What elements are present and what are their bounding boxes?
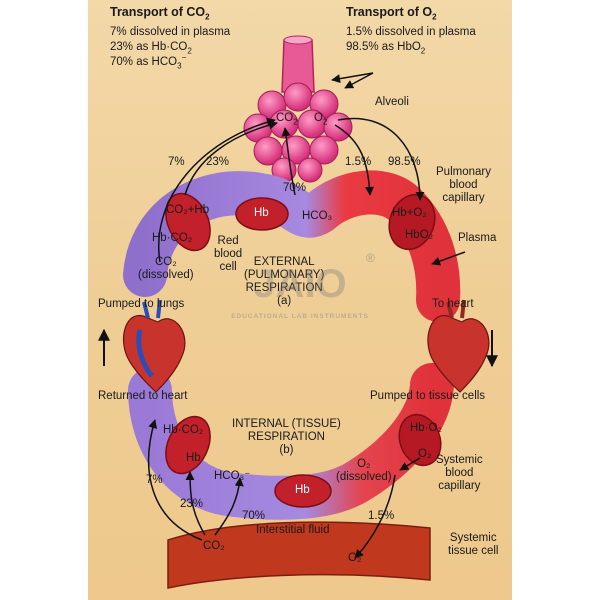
alveoli-label: Alveoli [375,96,409,108]
o2-line-2: 98.5% as HbO2 [346,41,426,56]
top-hb: Hb [254,207,269,219]
rbc-top-left [165,192,211,252]
internal-respiration-label: INTERNAL (TISSUE) RESPIRATION (b) [232,418,341,456]
bottom-pct-7: 7% [146,474,163,486]
top-hb-plus-o2: Hb+O₂ [392,207,427,219]
watermark-brand: JAIO [253,262,347,306]
bottom-co2: CO₂ [203,540,225,552]
rbc-bottom-center [274,474,332,508]
bottom-pct-1-5: 1.5% [368,510,395,522]
co2-line-2: 23% as Hb·CO2 [110,41,192,56]
top-flow-arrows [158,72,466,266]
rbc-top-center [235,197,289,231]
pulmonary-capillary-label: Pulmonary blood capillary [436,166,491,204]
pumped-to-tissue-label: Pumped to tissue cells [370,390,486,402]
co2-line-1: 7% dissolved in plasma [110,26,231,38]
rbc-bottom-right [398,413,442,467]
alveoli-cluster [243,82,353,183]
plasma-label: Plasma [458,232,497,244]
interstitial-fluid-label: Interstitial fluid [256,524,330,536]
top-pct-98-5: 98.5% [388,156,421,168]
heart-right-icon [427,299,490,393]
bottom-flow-arrows [147,419,421,559]
external-respiration-label: EXTERNAL (PULMONARY) RESPIRATION (a) [244,256,325,307]
co2-transport-title: Transport of CO2 [110,5,210,22]
systemic-tissue-cell [167,521,431,589]
systemic-tissue-cell-label: Systemic tissue cell [448,532,499,557]
registered-mark: ® [366,251,375,265]
pumped-to-lungs-label: Pumped to lungs [98,298,185,310]
bottom-hb-co2: Hb·CO₂ [163,424,204,436]
top-co2-dissolved: CO₂ (dissolved) [138,256,194,281]
bottom-pct-23: 23% [180,498,204,510]
bottom-hb: Hb [186,452,201,464]
top-pct-7: 7% [168,156,185,168]
o2-transport-title: Transport of O2 [346,5,437,22]
bottom-pct-70: 70% [242,510,266,522]
top-pct-1-5: 1.5% [345,156,372,168]
bottom-hb-o2: Hb·O₂ [410,422,442,434]
red-blood-cell-label: Red blood cell [214,235,243,273]
trachea [281,35,315,93]
top-hb-co2: Hb·CO₂ [152,232,193,244]
heart-left-icon [122,299,186,393]
top-hbo2: HbO₂ [405,229,434,241]
bottom-o2: O₂ [418,448,432,460]
o2-line-1: 1.5% dissolved in plasma [346,26,476,38]
top-hco3: HCO₃ [302,210,333,222]
rbc-bottom-left [165,415,211,475]
bottom-o2-tissue: O₂ [348,552,362,564]
top-co2-plus-hb: CO₂+Hb [166,204,210,216]
co2-line-3: 70% as HCO3− [110,53,187,71]
to-heart-label: To heart [432,298,474,310]
watermark-subtitle: EDUCATIONAL LAB INSTRUMENTS [231,313,369,320]
watermark: JAIO EDUCATIONAL LAB INSTRUMENTS [230,262,370,342]
top-pct-23: 23% [206,156,230,168]
bottom-o2-dissolved: O₂ (dissolved) [336,458,392,483]
returned-to-heart-label: Returned to heart [98,390,188,402]
alveoli-co2-label: CO2 [276,112,298,127]
bottom-hco3: HCO₃⁻ [214,470,251,482]
alveoli-o2-label: O2 [314,112,328,127]
top-pct-70: 70% [283,182,307,194]
bottom-hb-center: Hb [295,484,310,496]
systemic-capillary-label: Systemic blood capillary [436,454,483,492]
